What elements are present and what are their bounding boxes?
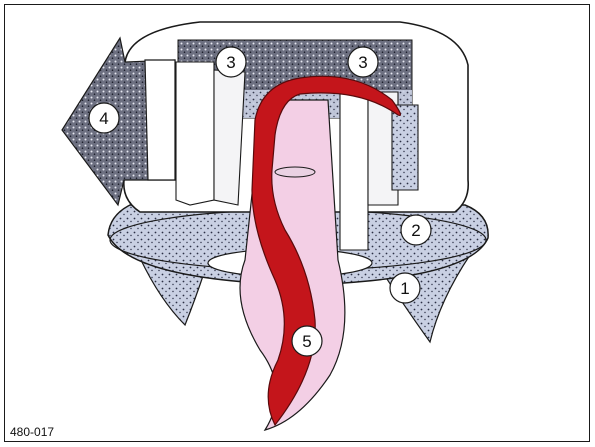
callout-1: 1 (390, 273, 420, 303)
callout-4: 4 (89, 103, 119, 133)
svg-text:2: 2 (411, 221, 420, 240)
svg-text:5: 5 (302, 332, 311, 351)
callout-5: 5 (292, 326, 322, 356)
callout-3a: 3 (216, 47, 246, 77)
callout-2: 2 (401, 215, 431, 245)
svg-text:4: 4 (99, 109, 108, 128)
svg-text:3: 3 (226, 53, 235, 72)
svg-text:3: 3 (358, 53, 367, 72)
svg-text:1: 1 (400, 279, 409, 298)
figure-code: 480-017 (10, 425, 54, 439)
callout-3b: 3 (348, 47, 378, 77)
